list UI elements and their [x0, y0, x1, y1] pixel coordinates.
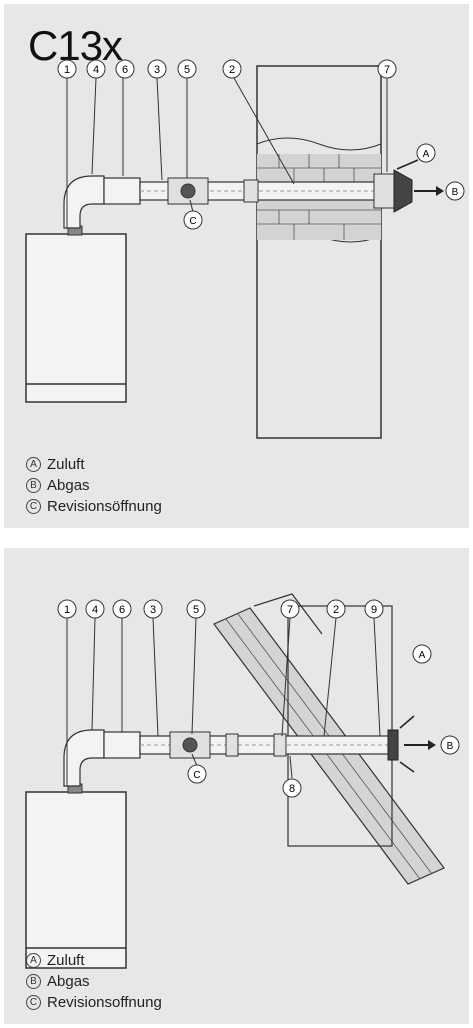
legend-item: C Revisionsöffnung	[26, 496, 162, 517]
part-label: 4	[92, 604, 98, 616]
part-label: 1	[64, 64, 70, 76]
part-label: 8	[289, 783, 295, 795]
legend-label: Abgas	[47, 477, 90, 494]
letter-label: C	[193, 770, 200, 781]
elbow-pipe	[63, 175, 105, 229]
wall-installation-panel: C13x	[4, 4, 469, 528]
part-label: 7	[287, 604, 293, 616]
legend-key: C	[26, 995, 41, 1010]
legend-key: B	[26, 478, 41, 493]
diagram-title: C13x	[28, 22, 123, 69]
wall-break-top	[256, 137, 382, 151]
part-label: 1	[64, 604, 70, 616]
legend: A Zuluft B Abgas C Revisionsöffnung	[26, 454, 162, 517]
legend-key: B	[26, 974, 41, 989]
leader-lines	[66, 77, 388, 228]
legend-item: A Zuluft	[26, 950, 162, 971]
legend-label: Revisionsöffnung	[47, 498, 162, 515]
part-label: 5	[193, 604, 199, 616]
roof-flue-diagram: 1 4 6 3 5 7 2 9 8 A B C	[25, 593, 460, 969]
legend-key: A	[26, 457, 41, 472]
letter-label: A	[423, 149, 430, 160]
letter-label: A	[419, 650, 426, 661]
legend-item: B Abgas	[26, 475, 162, 496]
part-label: 6	[122, 64, 128, 76]
legend-item: C Revisionsoffnung	[26, 992, 162, 1013]
letter-label: B	[447, 741, 454, 752]
part-label: 5	[184, 64, 190, 76]
legend-label: Revisionsoffnung	[47, 994, 162, 1011]
legend-key: A	[26, 953, 41, 968]
legend: A Zuluft B Abgas C Revisionsoffnung	[26, 950, 162, 1013]
wall-terminal	[393, 169, 413, 213]
roof-installation-panel: 1 4 6 3 5 7 2 9 8 A B C A Zul	[4, 548, 469, 1024]
leader-lines	[66, 617, 381, 786]
letter-label: C	[189, 216, 196, 227]
elbow-pipe	[63, 729, 105, 787]
boiler-body	[25, 233, 127, 403]
part-number-labels: 1 4 6 3 5 7 2 9 8 A B C	[57, 599, 460, 798]
legend-label: Abgas	[47, 973, 90, 990]
legend-label: Zuluft	[47, 952, 85, 969]
letter-label: B	[452, 187, 459, 198]
part-label: 3	[154, 64, 160, 76]
part-number-labels: 1 4 6 3 5 2 7 A B C	[57, 59, 465, 230]
wall-outline	[256, 65, 382, 439]
legend-key: C	[26, 499, 41, 514]
part-label: 4	[93, 64, 99, 76]
legend-label: Zuluft	[47, 456, 85, 473]
part-label: 3	[150, 604, 156, 616]
part-label: 6	[119, 604, 125, 616]
part-label: 2	[333, 604, 339, 616]
part-label: 2	[229, 64, 235, 76]
boiler-body	[25, 791, 127, 969]
wall-flue-diagram: 1 4 6 3 5 2 7 A B C	[25, 59, 465, 439]
part-label: 9	[371, 604, 377, 616]
legend-item: A Zuluft	[26, 454, 162, 475]
roof-terminal	[387, 729, 399, 761]
legend-item: B Abgas	[26, 971, 162, 992]
part-label: 7	[384, 64, 390, 76]
